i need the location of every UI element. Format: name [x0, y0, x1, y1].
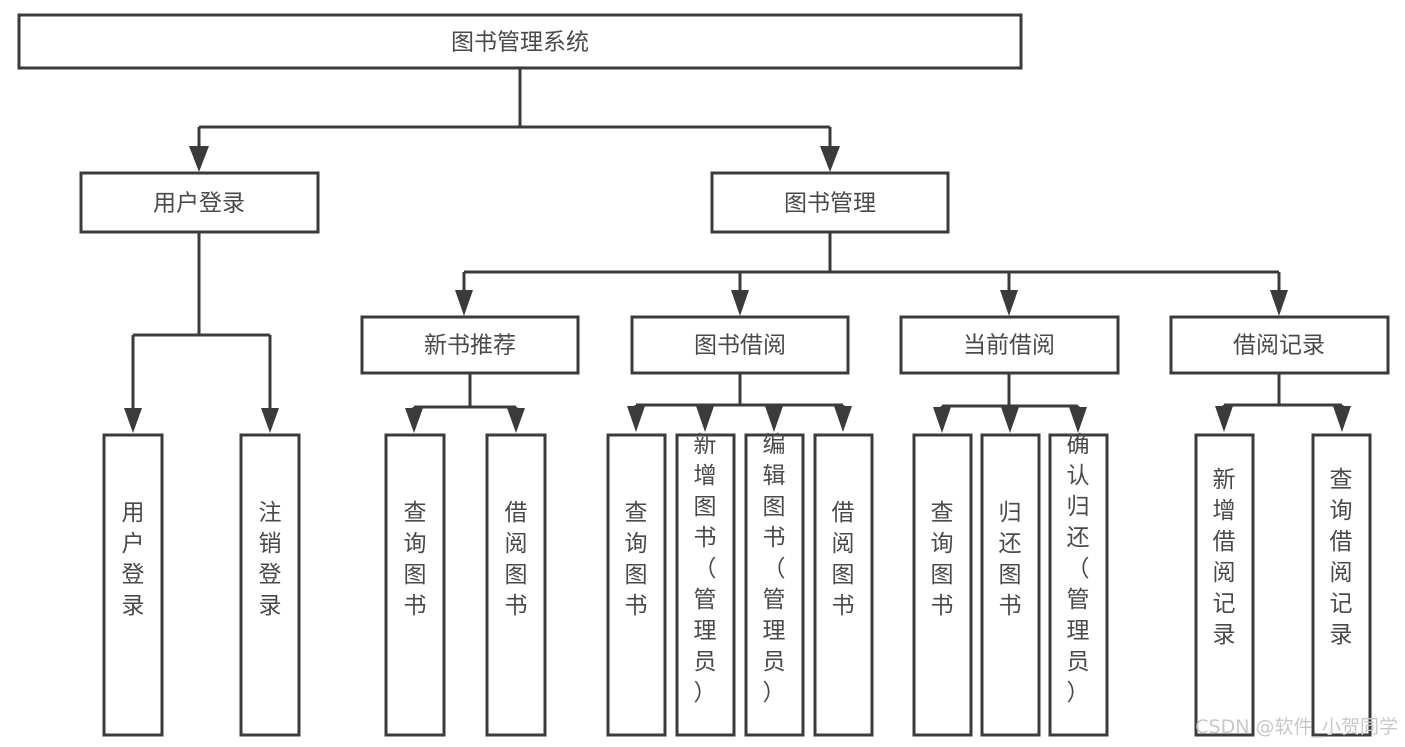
- leaf-book-borrow-2-box[interactable]: [675, 433, 736, 737]
- arrow-head-leaf-logout: [261, 408, 279, 433]
- arrow-head-book-mgmt: [820, 146, 840, 172]
- leaf-user-login-2[interactable]: 注销登录: [239, 433, 301, 737]
- leaf-current-borrow-1-label: 查询图书: [931, 500, 954, 619]
- leaf-new-book-recommend-1-label: 查询图书: [404, 500, 427, 619]
- node-root-box[interactable]: [17, 13, 1023, 70]
- leaf-new-book-recommend-2-label: 借阅图书: [505, 500, 528, 619]
- leaf-user-login-2-label: 注销登录: [259, 500, 282, 619]
- arrow-head-nbr-leaf-2: [507, 408, 525, 433]
- connector-group-book-mgmt: [455, 232, 1288, 316]
- node-current-borrow[interactable]: 当前借阅: [899, 315, 1120, 375]
- node-root[interactable]: 图书管理系统: [17, 13, 1023, 70]
- arrow-head-cb-leaf-1: [933, 407, 951, 433]
- node-root-label: 图书管理系统: [451, 30, 589, 56]
- leaf-new-book-recommend-2[interactable]: 借阅图书: [485, 433, 547, 737]
- leaf-borrow-records-2-box[interactable]: [1311, 433, 1372, 737]
- arrow-head-new-book-recommend: [455, 290, 473, 316]
- leaf-book-borrow-3-box[interactable]: [744, 433, 805, 737]
- leaf-book-borrow-1-label: 查询图书: [625, 500, 648, 619]
- leaf-borrow-records-2-label: 查询借阅记录: [1330, 467, 1353, 648]
- arrow-head-bb-leaf-3: [765, 406, 783, 432]
- connector-group-new-book-recommend: [405, 373, 525, 433]
- connector-group-user-login: [124, 232, 279, 433]
- leaf-borrow-records-1-label: 新增借阅记录: [1213, 467, 1236, 648]
- node-new-book-recommend-box[interactable]: [360, 315, 580, 375]
- leaf-book-borrow-4[interactable]: 借阅图书: [813, 433, 874, 737]
- arrow-head-bb-leaf-1: [627, 406, 645, 432]
- node-book-management-label: 图书管理: [784, 191, 876, 217]
- arrow-head-bb-leaf-2: [696, 406, 714, 432]
- leaf-current-borrow-3-label: 确认归还（管理员）: [1067, 432, 1090, 706]
- leaf-new-book-recommend-1-box[interactable]: [384, 433, 446, 737]
- connector-group-current-borrow: [933, 373, 1087, 433]
- arrow-head-leaf-user-login: [124, 408, 142, 433]
- leaf-book-borrow-4-label: 借阅图书: [832, 500, 855, 619]
- leaf-user-login-2-box[interactable]: [239, 433, 301, 737]
- node-book-borrow[interactable]: 图书借阅: [630, 315, 850, 375]
- leaf-borrow-records-1[interactable]: 新增借阅记录: [1194, 433, 1255, 737]
- leaf-book-borrow-1-box[interactable]: [606, 433, 667, 737]
- arrow-head-book-borrow: [731, 290, 749, 316]
- node-user-login-box[interactable]: [79, 171, 320, 234]
- node-new-book-recommend[interactable]: 新书推荐: [360, 315, 580, 375]
- leaf-book-borrow-4-box[interactable]: [813, 433, 874, 737]
- connector-group-root: [189, 69, 840, 172]
- leaf-book-borrow-2-label: 新增图书（管理员）: [694, 432, 717, 706]
- leaf-user-login-1-box[interactable]: [102, 433, 164, 737]
- arrow-head-cb-leaf-3: [1069, 407, 1087, 433]
- leaf-book-borrow-3[interactable]: 编辑图书（管理员）: [744, 432, 805, 737]
- node-book-borrow-label: 图书借阅: [694, 333, 786, 359]
- arrow-head-cb-leaf-2: [1001, 407, 1019, 433]
- arrow-head-br-leaf-2: [1333, 406, 1351, 432]
- leaf-current-borrow-1-box[interactable]: [912, 433, 973, 737]
- node-user-login[interactable]: 用户登录: [79, 171, 320, 234]
- leaf-book-borrow-1[interactable]: 查询图书: [606, 433, 667, 737]
- leaf-new-book-recommend-1[interactable]: 查询图书: [384, 433, 446, 737]
- leaf-current-borrow-2-box[interactable]: [980, 433, 1041, 737]
- node-user-login-label: 用户登录: [153, 191, 245, 217]
- arrow-head-nbr-leaf-1: [405, 408, 423, 433]
- leaf-user-login-1[interactable]: 用户登录: [102, 433, 164, 737]
- leaf-user-login-1-label: 用户登录: [122, 500, 145, 619]
- leaf-book-borrow-2[interactable]: 新增图书（管理员）: [675, 432, 736, 737]
- leaf-current-borrow-3-box[interactable]: [1048, 433, 1109, 737]
- arrow-head-user-login: [189, 146, 209, 172]
- arrow-head-br-leaf-1: [1215, 406, 1233, 432]
- node-book-management[interactable]: 图书管理: [710, 171, 950, 234]
- watermark-label: CSDN @软件_小贺同学: [1195, 716, 1398, 738]
- node-borrow-records-box[interactable]: [1169, 315, 1390, 375]
- arrow-head-current-borrow: [1000, 290, 1018, 316]
- node-book-management-box[interactable]: [710, 171, 950, 234]
- connector-group-borrow-records: [1215, 373, 1351, 432]
- leaf-new-book-recommend-2-box[interactable]: [485, 433, 547, 737]
- leaf-current-borrow-1[interactable]: 查询图书: [912, 433, 973, 737]
- node-borrow-records[interactable]: 借阅记录: [1169, 315, 1390, 375]
- node-new-book-recommend-label: 新书推荐: [424, 333, 516, 359]
- arrow-head-borrow-records: [1270, 290, 1288, 316]
- connector-group-book-borrow: [627, 373, 852, 432]
- leaf-borrow-records-1-box[interactable]: [1194, 433, 1255, 737]
- node-current-borrow-label: 当前借阅: [963, 333, 1055, 359]
- arrow-head-bb-leaf-4: [834, 406, 852, 432]
- leaf-borrow-records-2[interactable]: 查询借阅记录: [1311, 433, 1372, 737]
- leaf-current-borrow-2[interactable]: 归还图书: [980, 433, 1041, 737]
- leaf-current-borrow-3[interactable]: 确认归还（管理员）: [1048, 432, 1109, 737]
- leaf-book-borrow-3-label: 编辑图书（管理员）: [763, 432, 786, 706]
- leaf-current-borrow-2-label: 归还图书: [999, 500, 1022, 619]
- node-current-borrow-box[interactable]: [899, 315, 1120, 375]
- node-borrow-records-label: 借阅记录: [1233, 333, 1325, 359]
- node-book-borrow-box[interactable]: [630, 315, 850, 375]
